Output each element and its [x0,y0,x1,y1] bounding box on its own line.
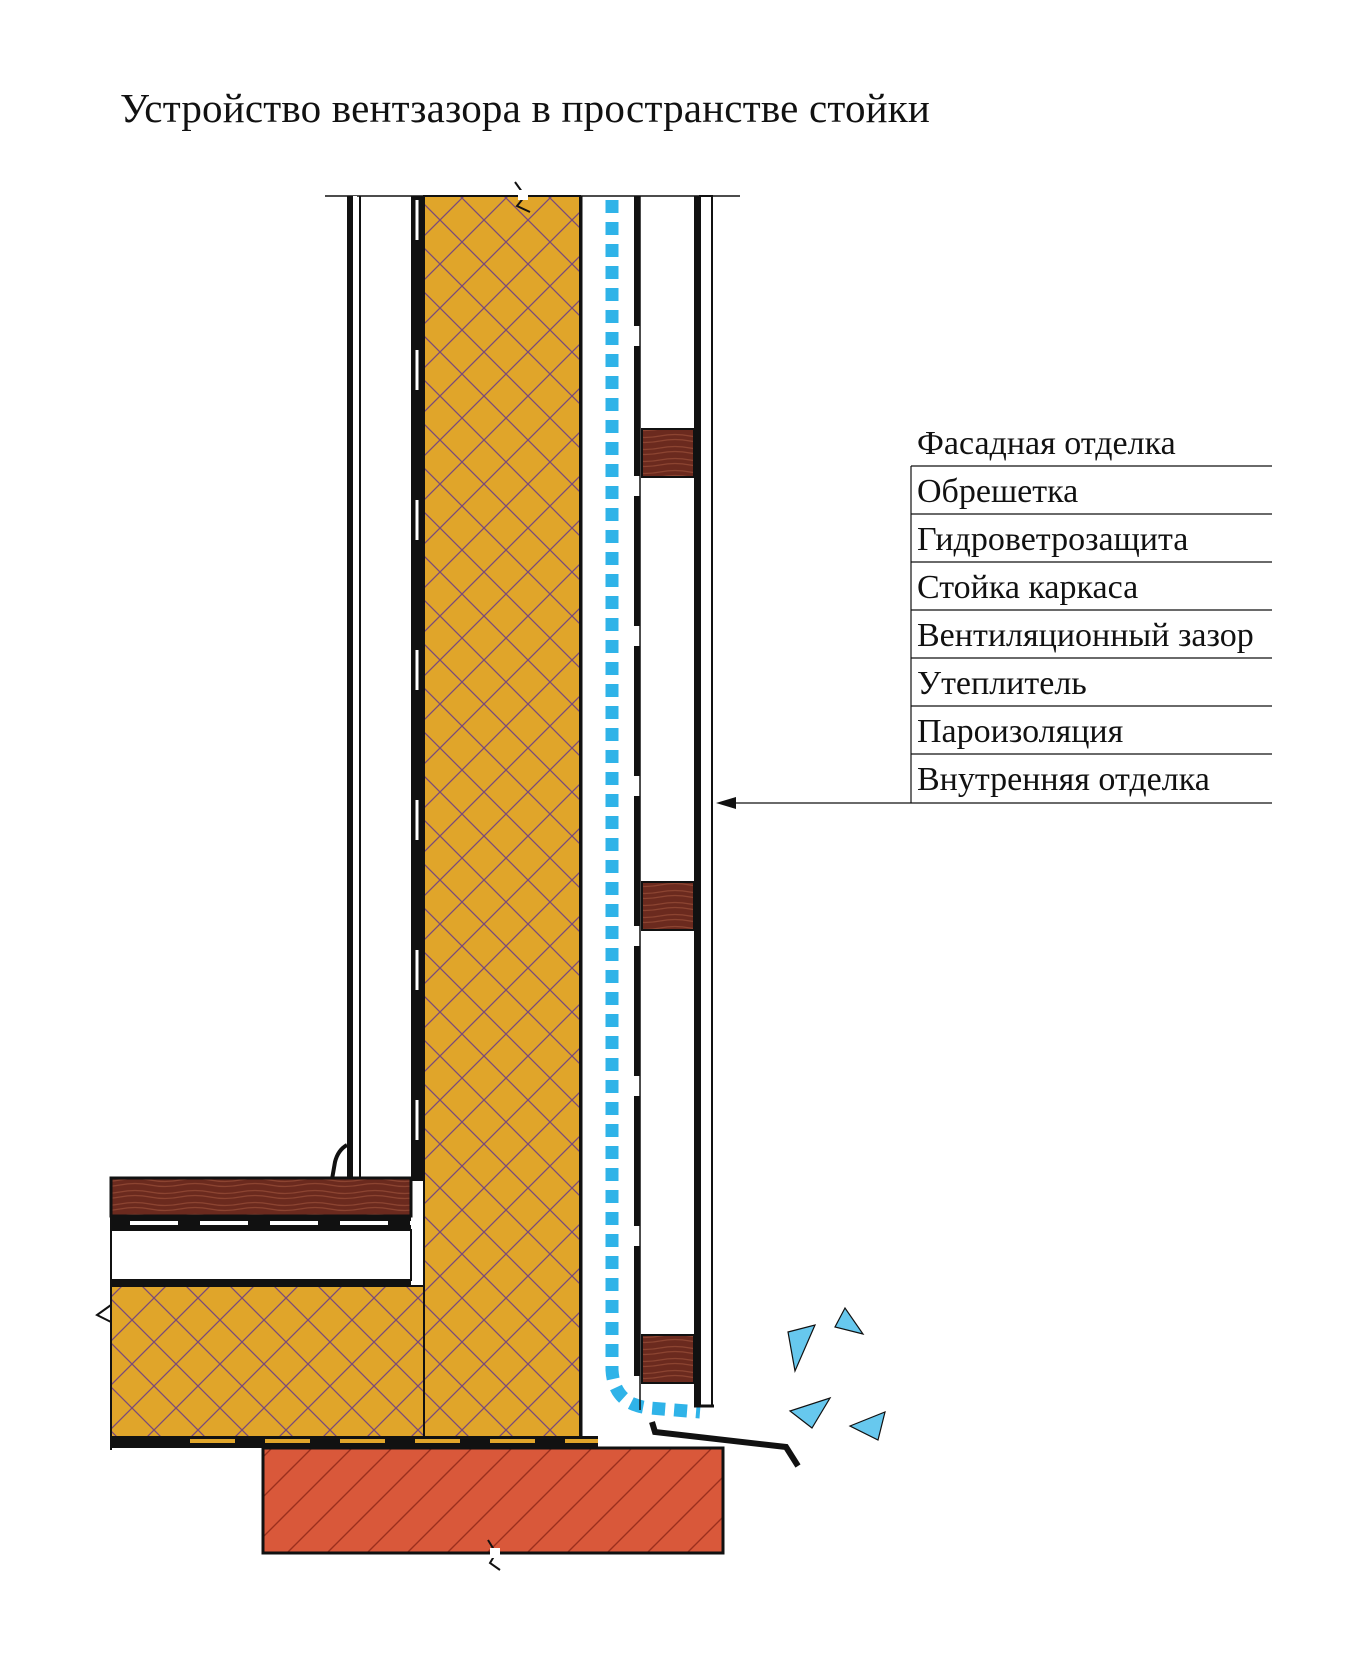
airflow-arrows [787,1306,886,1441]
ventilation-gap [605,200,701,1419]
break-mark-left [95,1304,112,1323]
floor-air-space [110,1229,412,1281]
break-mark-top [514,181,531,213]
wall-insulation [423,195,581,1441]
battens [641,428,695,1384]
legend: Фасадная отделка Обрешетка Гидроветрозащ… [910,425,1272,804]
legend-item-stud: Стойка каркаса [917,569,1138,606]
foundation [261,1446,725,1555]
floor-board [109,1176,413,1218]
legend-item-wind-barrier: Гидроветрозащита [917,521,1188,558]
floor-insulation [110,1285,425,1447]
legend-item-inner-finish: Внутренняя отделка [917,761,1210,798]
leader-arrow [716,797,911,809]
legend-item-vapor-barrier: Пароизоляция [917,713,1124,750]
wind-barrier [634,196,641,1410]
legend-item-insulation: Утеплитель [917,665,1087,702]
legend-item-battens: Обрешетка [917,473,1078,510]
facade-finish [694,195,714,1408]
inner-finish [329,196,361,1186]
sill-band [111,1436,598,1448]
legend-item-vent-gap: Вентиляционный зазор [917,617,1254,654]
diagram-title: Устройство вентзазора в пространстве сто… [120,85,931,131]
drip-flashing [649,1421,801,1468]
vapor-barrier [411,196,424,1181]
floor-underlay [111,1216,411,1230]
legend-item-facade-finish: Фасадная отделка [917,425,1176,462]
